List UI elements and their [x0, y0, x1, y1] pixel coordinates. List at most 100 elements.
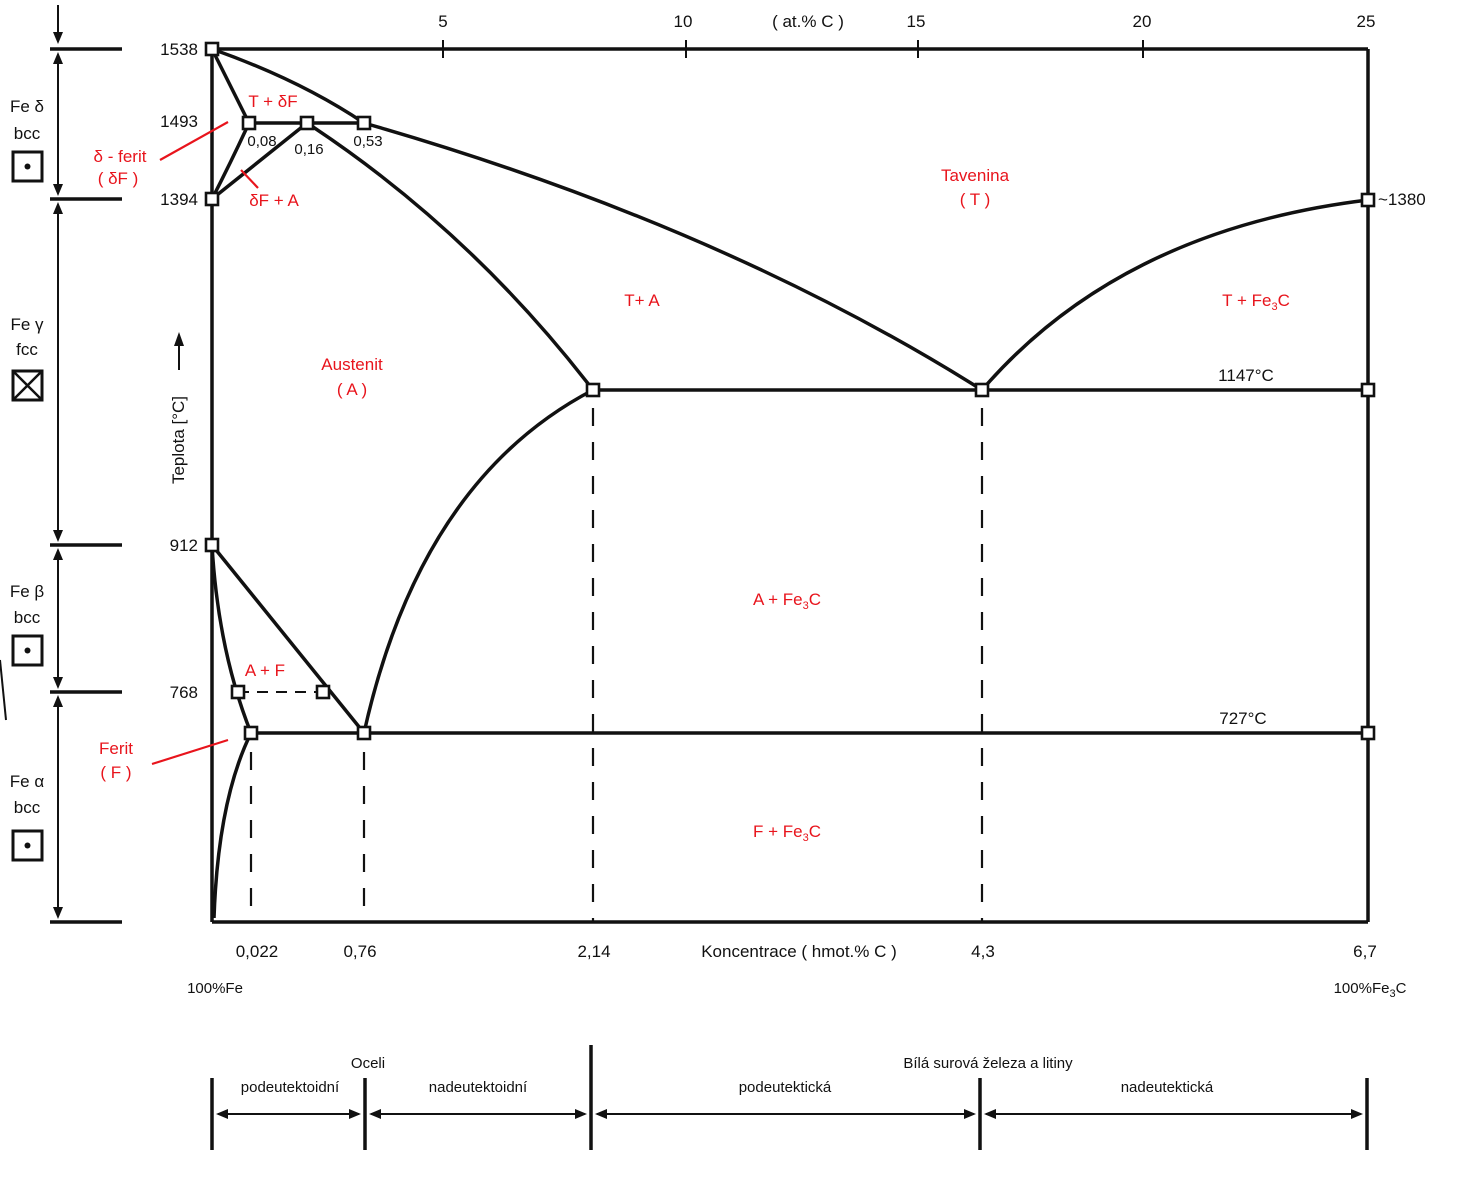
point-016 [299, 115, 315, 131]
liquidus-delta [211, 47, 365, 125]
top-tick-25: 25 [1357, 12, 1376, 31]
bottom-left-end: 100%Fe [187, 980, 243, 997]
point-008 [241, 115, 257, 131]
class-hypereutectic: nadeutektická [1121, 1079, 1214, 1096]
bottom-right-end: 100%Fe3C [1334, 980, 1407, 1000]
delta-solvus [210, 122, 251, 200]
region-a-f: A + F [245, 661, 285, 680]
point-0022 [243, 725, 259, 741]
region-melt: Tavenina [941, 166, 1010, 185]
phase-delta-lattice: bcc [14, 124, 41, 143]
bottom-tick-0022: 0,022 [236, 942, 279, 961]
region-t-df: T + δF [248, 92, 297, 111]
point-67-eutectic [1360, 382, 1376, 398]
phase-beta-lattice: bcc [14, 608, 41, 627]
y-axis-arrow-icon [174, 332, 184, 346]
austenite-start [210, 121, 309, 201]
material-classification: Oceli Bílá surová železa a litiny podeut… [210, 1045, 1369, 1150]
label-008: 0,08 [247, 133, 276, 150]
label-016: 0,16 [294, 141, 323, 158]
region-austenite-abbr: ( A ) [337, 380, 367, 399]
ferrite-a3-boundary [210, 544, 253, 734]
liquidus-cementite [980, 198, 1369, 392]
dot-square-icon [11, 634, 44, 667]
class-hypoeutectic: podeutektická [739, 1079, 832, 1096]
phase-delta-name: Fe δ [10, 97, 44, 116]
top-tick-10: 10 [674, 12, 693, 31]
a3-line [210, 543, 366, 735]
class-hypoeutectoid: podeutektoidní [241, 1079, 340, 1096]
top-axis: 5 10 ( at.% C ) 15 20 25 [212, 12, 1375, 58]
label-1380: ~1380 [1378, 190, 1426, 209]
point-1538 [204, 41, 220, 57]
point-768-right [315, 684, 331, 700]
region-austenite: Austenit [321, 355, 383, 374]
bottom-axis-label: Koncentrace ( hmot.% C ) [701, 942, 897, 961]
region-ferrite-abbr: ( F ) [100, 763, 131, 782]
point-912 [204, 537, 220, 553]
point-67-eutectoid [1360, 725, 1376, 741]
region-delta-ferrite: δ - ferit [94, 147, 147, 166]
bottom-tick-43: 4,3 [971, 942, 995, 961]
point-053 [356, 115, 372, 131]
region-f-fe3c: F + Fe3C [753, 822, 821, 844]
bottom-axis: 0,022 0,76 2,14 Koncentrace ( hmot.% C )… [187, 942, 1407, 1000]
dot-square-icon [11, 150, 44, 183]
austenite-solidus [306, 121, 595, 392]
region-ferrite: Ferit [99, 739, 133, 758]
label-727: 727°C [1219, 709, 1266, 728]
point-value-labels: 0,08 0,16 0,53 ~1380 1147°C 727°C [247, 133, 1425, 728]
cross-square-icon [11, 369, 44, 402]
region-a-fe3c: A + Fe3C [753, 590, 821, 612]
region-melt-abbr: ( T ) [960, 190, 991, 209]
y-tick-768: 768 [170, 683, 198, 702]
point-076 [356, 725, 372, 741]
class-steels: Oceli [351, 1055, 385, 1072]
allotrope-column: Fe δ bcc Fe γ fcc Fe β bcc Fe α bcc [0, 5, 122, 924]
ferrite-solvus [212, 732, 253, 919]
phase-boundaries [210, 47, 1369, 919]
key-points [204, 41, 1376, 741]
region-df-a: δF + A [249, 191, 299, 210]
label-053: 0,53 [353, 133, 382, 150]
bottom-tick-076: 0,76 [343, 942, 376, 961]
phase-gamma-lattice: fcc [16, 340, 38, 359]
bottom-tick-214: 2,14 [577, 942, 610, 961]
region-t-a: T+ A [624, 291, 660, 310]
liquidus-austenite [363, 121, 983, 392]
phase-alpha-name: Fe α [10, 772, 45, 791]
top-axis-unit: ( at.% C ) [772, 12, 844, 31]
delta-solidus [210, 48, 251, 124]
acm-line [362, 388, 594, 734]
y-tick-1538: 1538 [160, 40, 198, 59]
region-labels: T + δF δ - ferit ( δF ) δF + A Tavenina … [94, 92, 1290, 844]
region-delta-ferrite-abbr: ( δF ) [98, 169, 139, 188]
y-axis: 1538 1493 1394 912 768 Teplota [°C] [160, 40, 198, 702]
point-214 [585, 382, 601, 398]
y-tick-1493: 1493 [160, 112, 198, 131]
df-a-leader [240, 169, 259, 189]
point-1380 [1360, 192, 1376, 208]
bottom-tick-67: 6,7 [1353, 942, 1377, 961]
point-1394 [204, 191, 220, 207]
y-tick-1394: 1394 [160, 190, 198, 209]
delta-ferrite-leader [159, 121, 229, 161]
point-43 [974, 382, 990, 398]
top-tick-20: 20 [1133, 12, 1152, 31]
phase-beta-name: Fe β [10, 582, 45, 601]
dot-square-icon [11, 829, 44, 862]
top-tick-15: 15 [907, 12, 926, 31]
class-cast-irons: Bílá surová železa a litiny [903, 1055, 1073, 1072]
composition-guides [249, 408, 984, 922]
y-tick-912: 912 [170, 536, 198, 555]
y-axis-label: Teplota [°C] [169, 396, 188, 484]
top-tick-5: 5 [438, 12, 447, 31]
phase-gamma-name: Fe γ [10, 315, 44, 334]
class-hypereutectoid: nadeutektoidní [429, 1079, 528, 1096]
point-768-left [230, 684, 246, 700]
ferrite-leader [151, 738, 229, 766]
phase-alpha-lattice: bcc [14, 798, 41, 817]
label-1147: 1147°C [1218, 366, 1274, 385]
region-t-fe3c: T + Fe3C [1222, 291, 1290, 313]
